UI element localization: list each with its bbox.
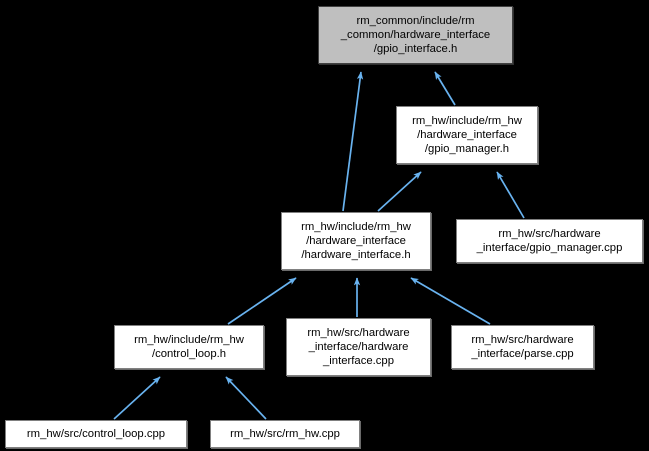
node-gpio-manager-h[interactable]: rm_hw/include/rm_hw /hardware_interface …: [396, 106, 538, 164]
node-label: rm_hw/include/rm_hw /control_loop.h: [134, 333, 244, 360]
node-parse-cpp[interactable]: rm_hw/src/hardware _interface/parse.cpp: [451, 325, 594, 369]
node-label: rm_hw/include/rm_hw /hardware_interface …: [412, 114, 522, 156]
edge-control-loop-h-to-hardware-interface: [227, 277, 297, 325]
node-gpio-interface-h[interactable]: rm_common/include/rm _common/hardware_in…: [318, 6, 513, 64]
node-gpio-manager-cpp[interactable]: rm_hw/src/hardware _interface/gpio_manag…: [456, 219, 643, 263]
edge-hardware-interface-to-gpio-manager-h: [377, 171, 422, 212]
node-control-loop-h[interactable]: rm_hw/include/rm_hw /control_loop.h: [114, 325, 264, 369]
edge-hardware-interface-to-gpio-interface: [342, 71, 364, 212]
node-label: rm_hw/include/rm_hw /hardware_interface …: [301, 220, 411, 262]
node-label: rm_hw/src/control_loop.cpp: [26, 427, 166, 440]
node-hardware-interface-h[interactable]: rm_hw/include/rm_hw /hardware_interface …: [281, 212, 431, 270]
edge-parse-cpp-to-hardware-interface: [410, 277, 491, 325]
node-label: rm_hw/src/hardware _interface/hardware _…: [307, 326, 410, 368]
edge-gpio-manager-cpp-to-gpio-manager-h: [496, 171, 525, 219]
edge-rm-hw-cpp-to-control-loop-h: [225, 376, 267, 420]
node-label: rm_common/include/rm _common/hardware_in…: [340, 14, 491, 56]
node-hardware-interface-cpp[interactable]: rm_hw/src/hardware _interface/hardware _…: [286, 318, 431, 376]
node-label: rm_hw/src/rm_hw.cpp: [230, 427, 340, 440]
node-rm-hw-cpp[interactable]: rm_hw/src/rm_hw.cpp: [210, 420, 360, 448]
node-label: rm_hw/src/hardware _interface/parse.cpp: [471, 333, 574, 360]
edge-control-loop-cpp-to-control-loop-h: [113, 376, 161, 420]
node-control-loop-cpp[interactable]: rm_hw/src/control_loop.cpp: [5, 420, 187, 448]
node-label: rm_hw/src/hardware _interface/gpio_manag…: [476, 227, 623, 254]
edge-gpio-manager-h-to-gpio-interface: [434, 71, 456, 106]
